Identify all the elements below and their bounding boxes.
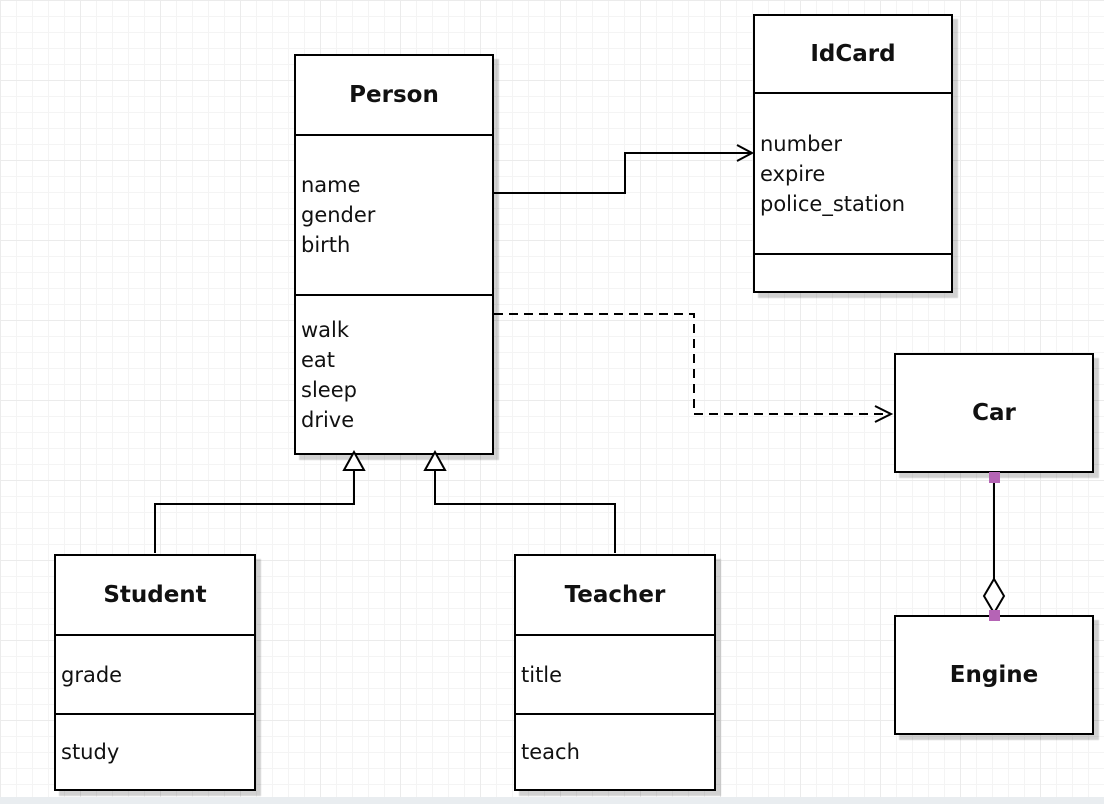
class-box-person[interactable]: Person name gender birth walk eat sleep … [294,54,494,455]
dependency-arrowhead-icon [874,405,894,423]
endpoint-handle-engine[interactable] [989,610,1000,621]
attributes-section: title [516,634,714,713]
class-box-teacher[interactable]: Teacher title teach [514,554,716,791]
class-box-car[interactable]: Car [894,353,1094,473]
class-title: Engine [949,662,1039,688]
endpoint-handle-car[interactable] [989,472,1000,483]
class-box-student[interactable]: Student grade study [54,554,256,791]
method: teach [521,740,580,764]
attributes-section: number expire police_station [755,92,951,253]
attributes-section: grade [56,634,254,713]
class-title: Person [349,82,439,108]
horizontal-scrollbar[interactable] [0,797,1104,804]
attribute: number [760,131,842,156]
attribute: gender [301,203,376,227]
method: sleep [301,377,357,402]
association-person-idcard[interactable] [494,152,751,194]
attribute: grade [61,662,123,687]
methods-section-empty [755,253,951,291]
methods-section: walk eat sleep drive [296,294,492,453]
inheritance-triangle-icon [423,449,447,471]
attribute: name [301,173,361,197]
method: eat [301,347,336,372]
inheritance-student-person[interactable] [154,469,355,553]
methods-section: study [56,713,254,789]
inheritance-teacher-person[interactable] [434,469,616,553]
class-title: Teacher [564,582,666,608]
class-title: Student [103,582,207,608]
methods-section: teach [516,713,714,789]
method: study [61,740,120,764]
class-box-engine[interactable]: Engine [894,615,1094,735]
attributes-section: name gender birth [296,134,492,294]
class-title: Car [972,400,1016,426]
class-title: IdCard [810,41,896,67]
attribute: title [521,662,563,687]
method: drive [301,407,355,432]
method: walk [301,317,350,342]
attribute: police_station [760,191,906,216]
attribute: expire [760,161,826,186]
inheritance-triangle-icon [342,449,366,471]
association-arrowhead-icon [736,144,755,162]
dependency-person-car[interactable] [494,313,889,415]
class-box-idcard[interactable]: IdCard number expire police_station [753,14,953,293]
aggregation-diamond-icon [982,577,1006,615]
attribute: birth [301,233,351,257]
